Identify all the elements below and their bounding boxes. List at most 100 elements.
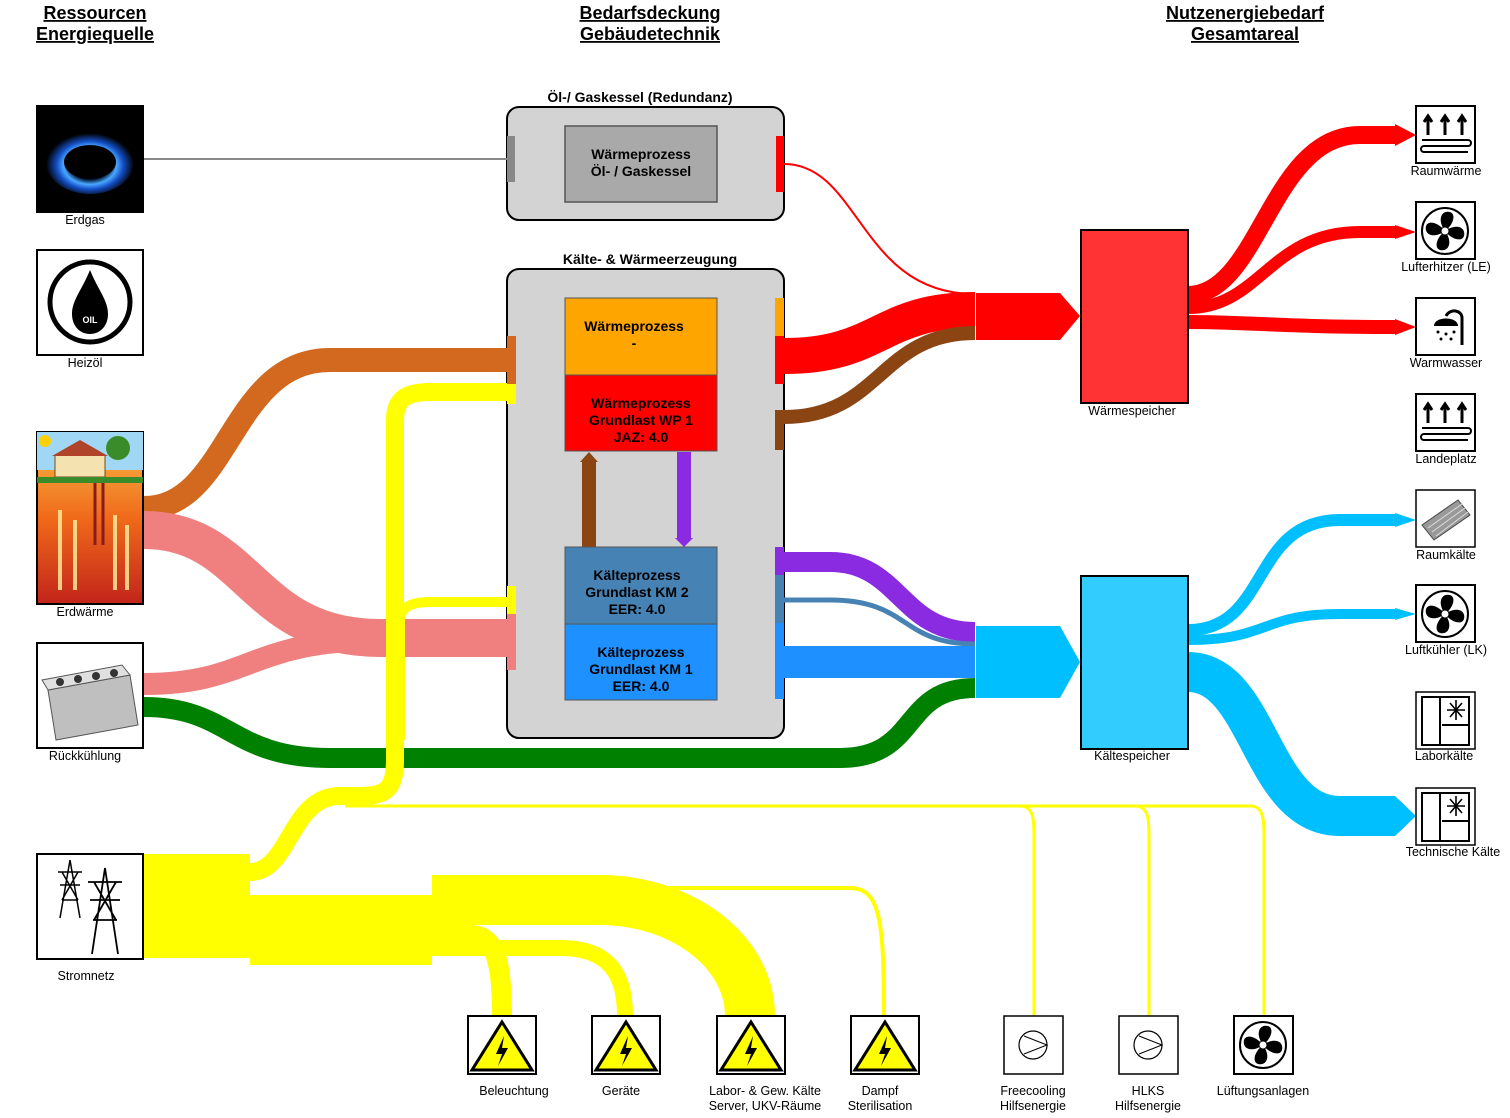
demand-lufterhitzer-label: Lufterhitzer (LE) — [1401, 260, 1491, 274]
landeplatz-coil — [1420, 427, 1472, 441]
demand-raumkaelte: Raumkälte — [1415, 489, 1476, 562]
arrow-technische — [1395, 796, 1416, 836]
storage-kaelte-box — [1080, 575, 1189, 750]
arrow-lufterhitzer — [1395, 225, 1416, 239]
source-stromnetz-label: Stromnetz — [58, 969, 115, 983]
oil-circle — [47, 259, 133, 345]
demand-labor: Labor- & Gew. Kälte Server, UKV-Räume — [709, 1015, 822, 1113]
demand-raumwaerme-label: Raumwärme — [1411, 164, 1482, 178]
source-rueckkuehlung: Rückkühlung — [36, 642, 144, 763]
flow-waerme-raumwaerme — [1187, 126, 1395, 304]
arrow-intern-braun — [580, 452, 598, 462]
port-km2-out — [775, 575, 784, 623]
source-erdwaerme-label: Erdwärme — [57, 605, 114, 619]
arrow-erdwaerme — [495, 349, 507, 371]
flow-wp1-waermespeicher — [783, 292, 976, 374]
geothermal-heat-arrows — [58, 510, 129, 590]
electric-bolt — [879, 1036, 891, 1066]
port-rueck-in — [507, 614, 516, 670]
demand-lueftung: Lüftungsanlagen — [1217, 1015, 1309, 1098]
ventilation-fan-ring — [1239, 1021, 1287, 1069]
shower-drops — [1436, 330, 1456, 341]
arrow-heads — [495, 124, 1416, 836]
header-demand-line2: Gesamtareal — [1191, 24, 1299, 44]
demand-hlks: HLKS Hilfsenergie — [1115, 1015, 1181, 1113]
port-strom-wp-in — [507, 384, 516, 404]
header-demand: Nutzenergiebedarf Gesamtareal — [1166, 3, 1325, 44]
process-kessel-box — [564, 125, 718, 203]
fan-heater-hub — [1440, 226, 1450, 236]
geothermal-roof — [52, 440, 108, 456]
electric-bolt — [745, 1036, 757, 1066]
process-wp1-box — [564, 374, 718, 452]
flow-kaelte-technische — [1185, 652, 1395, 836]
process-kessel: Wärmeprozess Öl- / Gaskessel — [564, 125, 718, 203]
source-stromnetz: Stromnetz — [36, 853, 144, 983]
demand-labor-label-line1: Labor- & Gew. Kälte — [709, 1084, 821, 1098]
demand-raumwaerme: Raumwärme — [1411, 105, 1482, 178]
process-km1-line2: Grundlast KM 1 — [589, 661, 693, 677]
process-km1-line1: Kälteprozess — [597, 644, 684, 660]
gas-flame-center — [64, 145, 116, 179]
tech-fridge-doors — [1439, 793, 1469, 841]
group-erzeugung-title: Kälte- & Wärmeerzeugung — [563, 251, 737, 267]
arrow-intern-violett — [675, 538, 693, 547]
arrow-raumkaelte — [1395, 513, 1416, 527]
pump-circle — [1133, 1030, 1163, 1060]
fridge-icon — [1415, 691, 1476, 750]
storage-kaelte-label: Kältespeicher — [1094, 749, 1170, 763]
demand-beleuchtung: Beleuchtung — [467, 1015, 549, 1098]
process-wp1-line3: JAZ: 4.0 — [614, 429, 669, 445]
flow-rueckkuehlung-kaeltespeicher — [143, 678, 976, 768]
shower-pipe — [1444, 309, 1464, 345]
demand-dampf-label-line1: Dampf — [862, 1084, 899, 1098]
header-resources-line2: Energiequelle — [36, 24, 154, 44]
geothermal-sun — [39, 435, 51, 447]
flow-waerme-warmwasser — [1187, 315, 1396, 334]
flow-strom-dampf — [432, 886, 886, 1017]
port-strom-km-in — [507, 586, 516, 614]
fan-cooler-hub — [1440, 609, 1450, 619]
port-orange-out — [775, 298, 784, 336]
flow-kaelte-luftkuehler — [1187, 609, 1395, 645]
demand-hlks-label-line2: Hilfsenergie — [1115, 1099, 1181, 1113]
port-kessel-in — [507, 136, 515, 182]
process-km2-line1: Kälteprozess — [593, 567, 680, 583]
source-heizoel-label: Heizöl — [68, 356, 103, 370]
demand-warmwasser-label: Warmwasser — [1410, 356, 1482, 370]
flow-violett-kaeltespeicher — [784, 552, 976, 642]
pump-circle — [1018, 1030, 1048, 1060]
demand-luftkuehler: Luftkühler (LK) — [1405, 584, 1487, 657]
source-rueckkuehlung-label: Rückkühlung — [49, 749, 121, 763]
flow-strom-lueftung — [1100, 804, 1266, 1016]
flow-kaelte-raumkaelte — [1187, 514, 1395, 636]
ports — [507, 136, 784, 699]
process-wp-leer-line1: Wärmeprozess — [584, 318, 684, 334]
source-heizoel: OIL Heizöl — [36, 249, 144, 370]
fan-heater-ring — [1421, 207, 1469, 255]
fridge-snowflake — [1447, 700, 1465, 720]
flow-waerme-lufterhitzer — [1187, 226, 1395, 314]
fridge-body — [1421, 696, 1470, 746]
process-km2: Kälteprozess Grundlast KM 2 EER: 4.0 — [564, 546, 718, 625]
demand-freecooling-label-line2: Hilfsenergie — [1000, 1099, 1066, 1113]
process-wp-leer: Wärmeprozess - — [564, 297, 718, 376]
arrow-into-kaeltespeicher — [976, 626, 1080, 698]
arrow-luftkuehler — [1395, 608, 1416, 620]
storage-waerme: Wärmespeicher — [1080, 229, 1189, 418]
geothermal-grass — [37, 477, 143, 483]
source-erdgas: Erdgas — [36, 105, 144, 227]
demand-labor-label-line2: Server, UKV-Räume — [709, 1099, 822, 1113]
pump-triangle — [1138, 1035, 1164, 1055]
demand-landeplatz-label: Landeplatz — [1415, 452, 1476, 466]
process-wp-leer-box — [564, 297, 718, 376]
pump-triangle — [1023, 1035, 1049, 1055]
geothermal-probe — [93, 483, 105, 545]
header-supply-line2: Gebäudetechnik — [580, 24, 721, 44]
demand-dampf: Dampf Sterilisation — [848, 1015, 920, 1113]
drycooler-fan-1 — [56, 678, 64, 686]
ventilation-fan-hub — [1258, 1040, 1268, 1050]
port-km1-out — [775, 623, 784, 699]
process-kessel-line1: Wärmeprozess — [591, 146, 691, 162]
header-resources: Ressourcen Energiequelle — [36, 3, 154, 44]
